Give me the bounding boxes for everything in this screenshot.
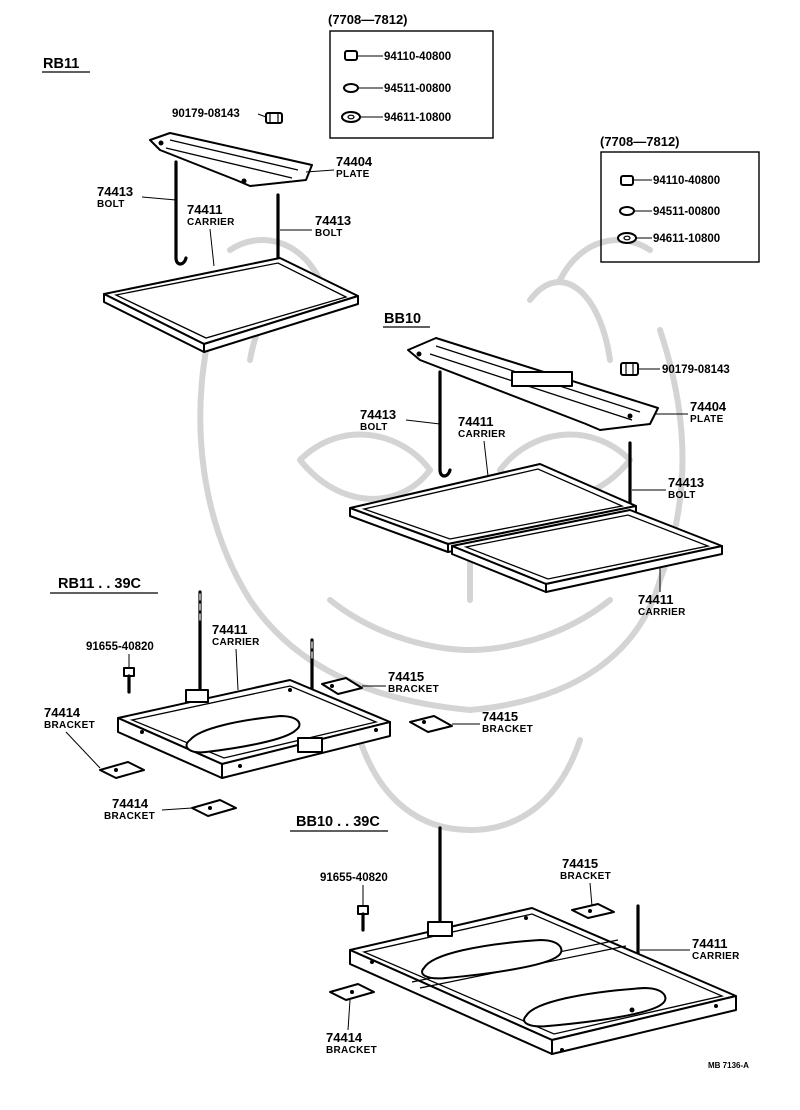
rb11-bolt-left <box>174 160 188 266</box>
section-rb11-39c: RB11 . . 39C <box>44 576 533 822</box>
leader-line <box>483 440 489 477</box>
rb11-39c-carrier-number: 74411 <box>212 622 247 637</box>
box1-spring-washer-icon <box>343 83 359 93</box>
leader-line <box>405 419 441 425</box>
box-frame <box>600 151 760 263</box>
bb10-39c-bracket-top-name: BRACKET <box>560 871 611 882</box>
rb11-39c-bracket-right-top <box>321 677 363 695</box>
leader-line <box>65 731 101 769</box>
bb10-plate <box>407 337 659 431</box>
rb11-carrier <box>103 257 359 353</box>
box1-item-3: 94611-10800 <box>384 112 451 124</box>
figure-code: MB 7136-A <box>708 1061 749 1070</box>
bb10-39c-carrier-number: 74411 <box>692 936 727 951</box>
leader-line <box>347 999 351 1031</box>
rb11-39c-bracket-left-number: 74414 <box>44 705 81 720</box>
leader-line <box>141 196 177 201</box>
bb10-39c-bracket-bottom-number: 74414 <box>326 1030 363 1045</box>
bb10-39c-bracket-top-number: 74415 <box>562 856 598 871</box>
rb11-plate <box>149 132 313 187</box>
rb11-carrier-name: CARRIER <box>187 217 235 228</box>
bb10-nut-number: 90179-08143 <box>662 364 730 376</box>
box2-title: (7708—7812) <box>600 134 680 149</box>
box2-spring-washer-icon <box>619 206 635 216</box>
rb11-bolt-right-name: BOLT <box>315 228 343 239</box>
rb11-bolt-right-number: 74413 <box>315 213 351 228</box>
bb10-39c-carrier-name: CARRIER <box>692 951 740 962</box>
section-label-bb10-39c: BB10 . . 39C <box>296 814 380 830</box>
bb10-bolt-left <box>438 370 452 478</box>
rb11-39c-carrier <box>117 679 391 779</box>
bb10-plate-name: PLATE <box>690 414 724 425</box>
bb10-plate-number: 74404 <box>690 399 727 414</box>
box1-item-1: 94110-40800 <box>384 51 451 63</box>
box2-flat-washer-icon <box>617 232 637 244</box>
rb11-39c-screw <box>123 667 135 694</box>
rb11-bolt-left-name: BOLT <box>97 199 125 210</box>
box-frame <box>329 30 494 139</box>
rb11-39c-carrier-name: CARRIER <box>212 637 260 648</box>
hardware-box-2: (7708—7812) 94110-40800 94511-00800 9461… <box>600 134 760 263</box>
rb11-39c-bracket-bottom-number: 74414 <box>112 796 149 811</box>
box2-item-3: 94611-10800 <box>653 233 720 245</box>
leader-line <box>161 807 193 811</box>
bb10-nut <box>620 362 639 376</box>
bb10-carrier-bottom <box>451 509 723 593</box>
rb11-plate-number: 74404 <box>336 154 373 169</box>
bb10-bolt-left-number: 74413 <box>360 407 396 422</box>
rb11-39c-bracket-right-top-number: 74415 <box>388 669 424 684</box>
bb10-39c-carrier <box>349 907 737 1055</box>
bb10-carrier-top-name: CARRIER <box>458 429 506 440</box>
rb11-nut-number: 90179-08143 <box>172 108 240 120</box>
rb11-39c-bracket-left <box>99 761 145 779</box>
rb11-39c-screw-number: 91655-40820 <box>86 641 154 653</box>
bb10-39c-bracket-top <box>571 903 615 919</box>
box2-item-1: 94110-40800 <box>653 175 720 187</box>
section-label-rb11-39c: RB11 . . 39C <box>58 576 142 592</box>
section-bb10: BB10 <box>349 311 730 618</box>
section-label-bb10: BB10 <box>384 311 421 327</box>
bb10-39c-screw <box>357 905 369 932</box>
section-label-rb11: RB11 <box>43 56 79 72</box>
leader-line <box>305 169 335 173</box>
rb11-carrier-number: 74411 <box>187 202 222 217</box>
box1-nut-icon <box>344 50 358 61</box>
rb11-39c-bracket-right-top-name: BRACKET <box>388 684 439 695</box>
bb10-39c-bracket-bottom <box>329 983 375 1001</box>
leader-line <box>589 882 593 907</box>
section-rb11: RB11 90179-08143 <box>42 56 373 353</box>
rb11-39c-bracket-right <box>409 715 453 733</box>
box2-item-2: 94511-00800 <box>653 206 720 218</box>
section-bb10-39c: BB10 . . 39C <box>290 814 740 1056</box>
bb10-39c-screw-number: 91655-40820 <box>320 872 388 884</box>
rb11-39c-bracket-left-name: BRACKET <box>44 720 95 731</box>
box2-nut-icon <box>620 175 634 186</box>
rb11-39c-bracket-bottom <box>191 799 237 817</box>
leader-line <box>235 648 239 691</box>
bb10-39c-bracket-bottom-name: BRACKET <box>326 1045 377 1056</box>
rb11-plate-name: PLATE <box>336 169 370 180</box>
box1-title: (7708—7812) <box>328 12 408 27</box>
leader-line <box>209 228 215 267</box>
bb10-carrier-top-number: 74411 <box>458 414 493 429</box>
rb11-39c-bracket-right-number: 74415 <box>482 709 518 724</box>
rb11-39c-bracket-right-name: BRACKET <box>482 724 533 735</box>
box1-item-2: 94511-00800 <box>384 83 451 95</box>
bb10-carrier-bottom-number: 74411 <box>638 592 673 607</box>
leader-line <box>257 113 267 118</box>
bb10-bolt-left-name: BOLT <box>360 422 388 433</box>
bb10-bolt-right-name: BOLT <box>668 490 696 501</box>
rb11-bolt-left-number: 74413 <box>97 184 133 199</box>
bb10-bolt-right-number: 74413 <box>668 475 704 490</box>
bb10-carrier-bottom-name: CARRIER <box>638 607 686 618</box>
rb11-nut <box>265 112 283 124</box>
box1-flat-washer-icon <box>341 111 361 123</box>
rb11-39c-bracket-bottom-name: BRACKET <box>104 811 155 822</box>
hardware-box-1: (7708—7812) 94110-40800 94511-00800 9461… <box>328 12 494 139</box>
